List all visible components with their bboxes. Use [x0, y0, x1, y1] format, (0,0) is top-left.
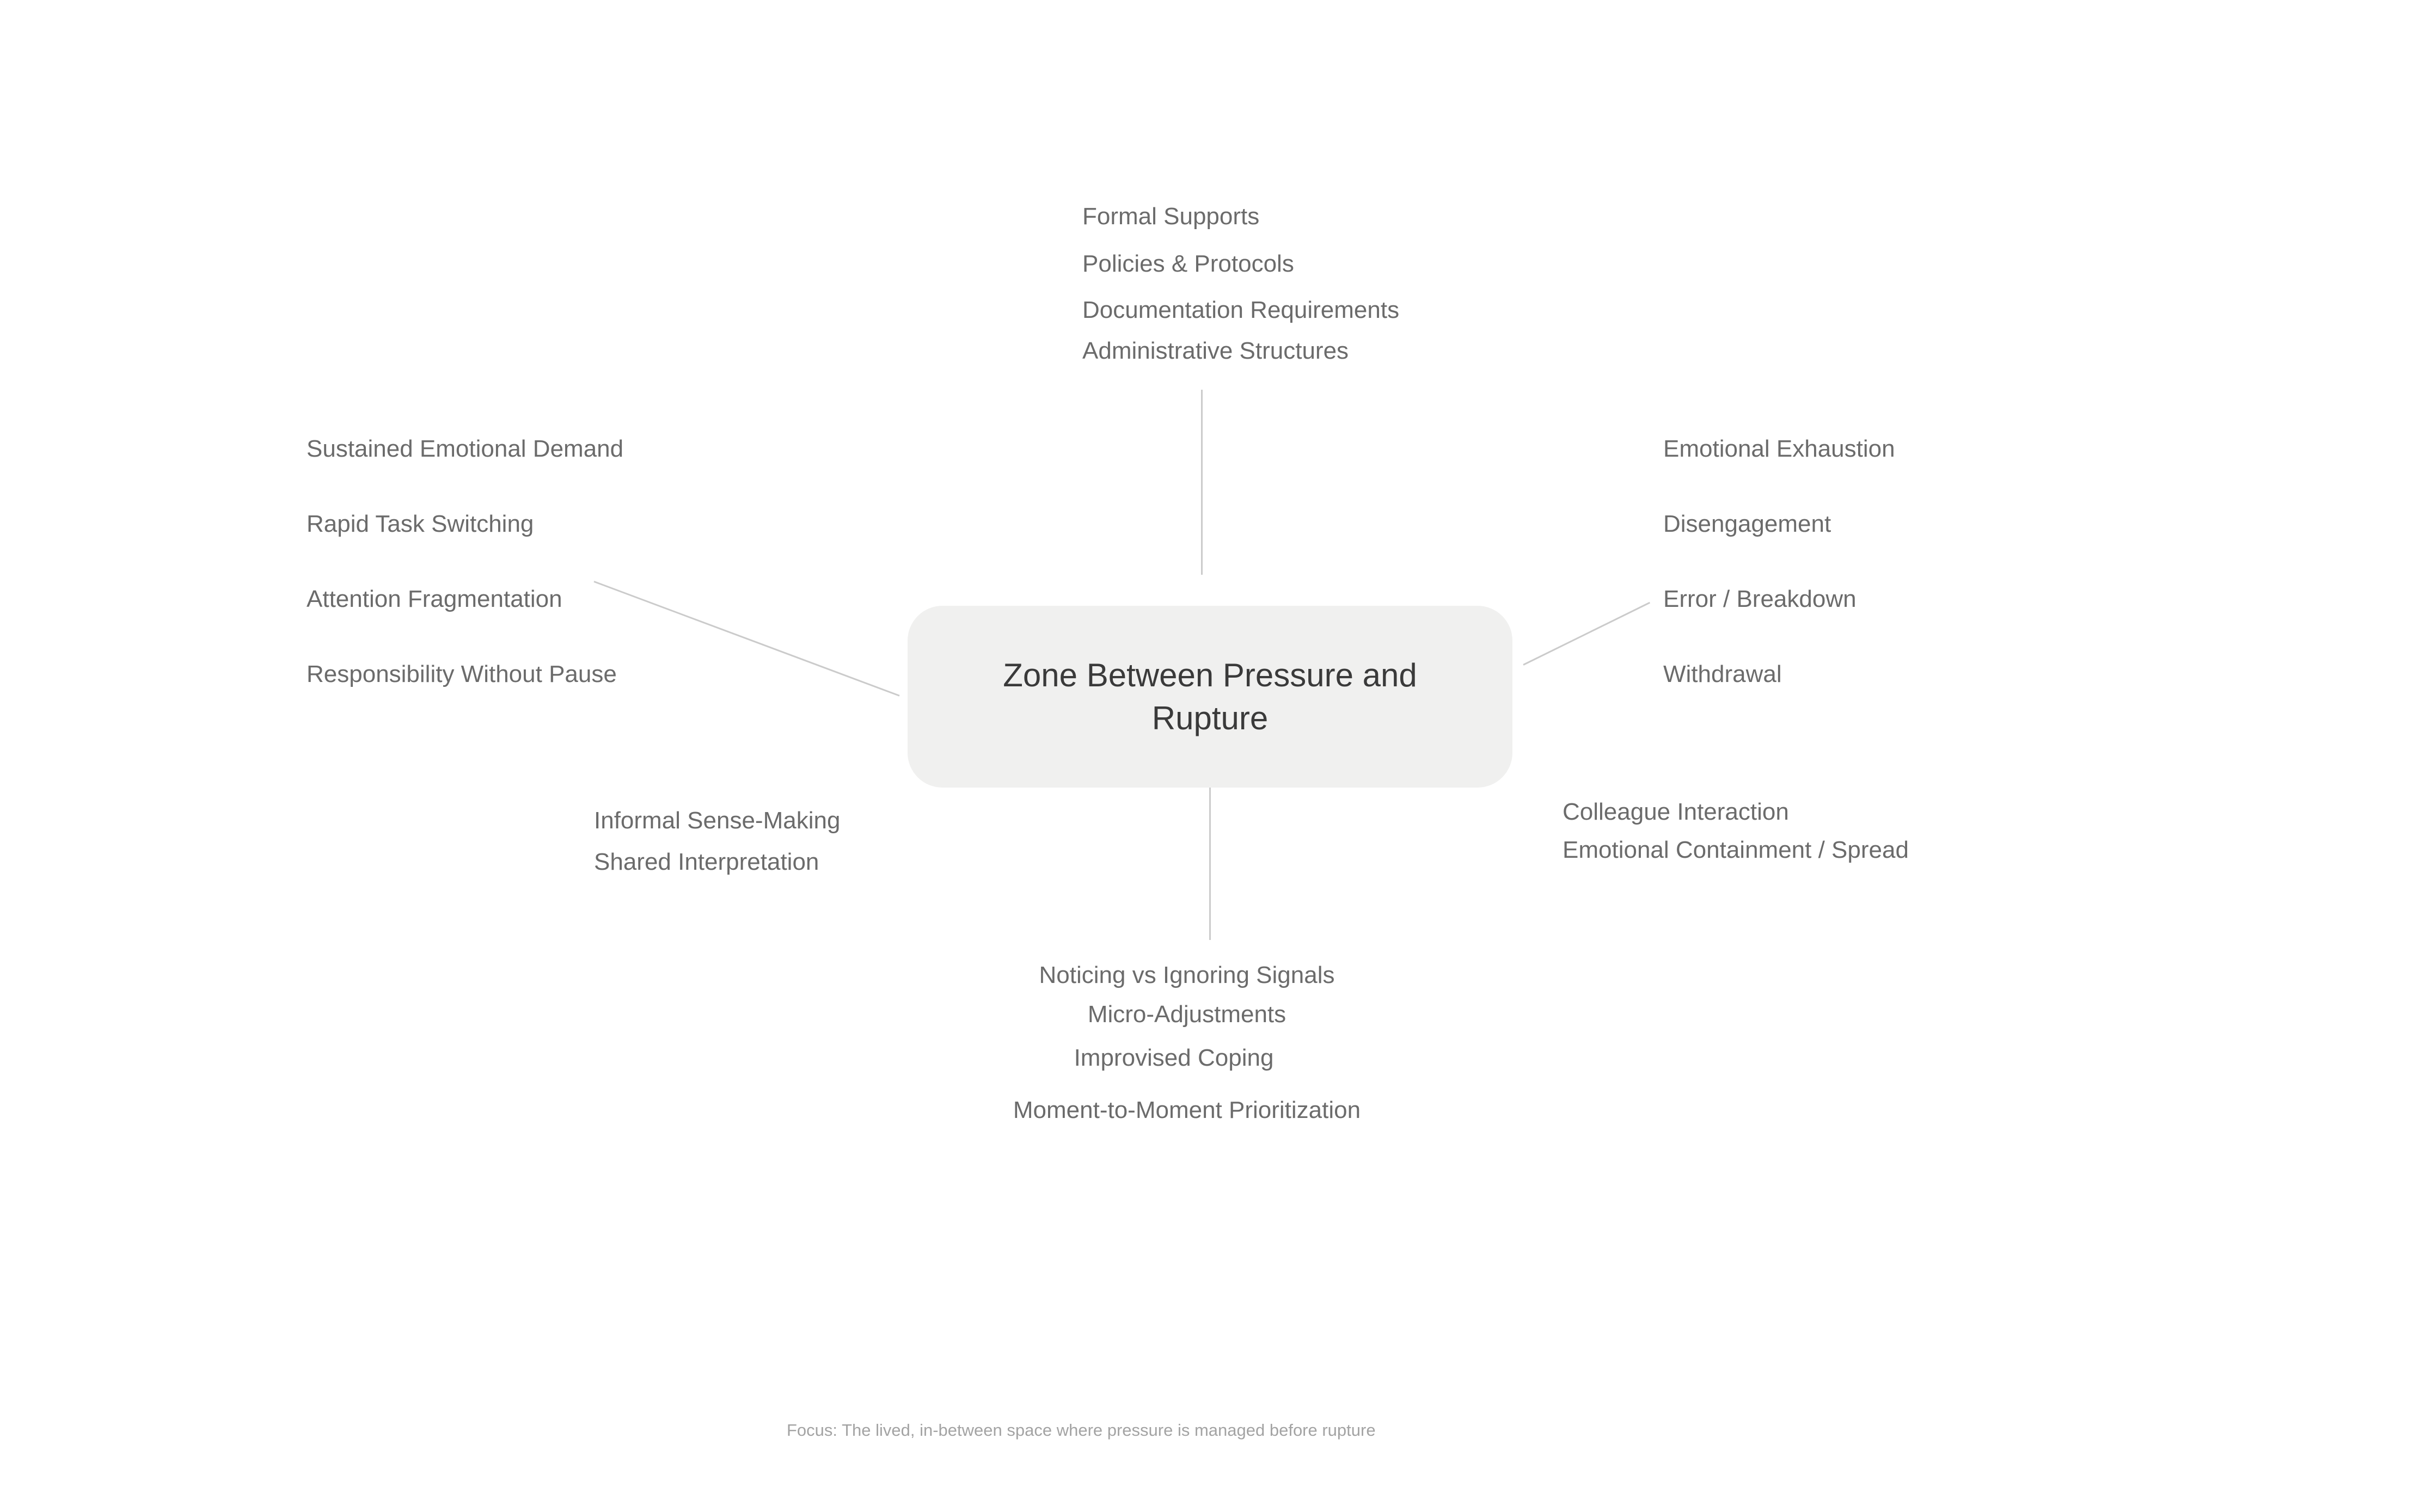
node-label-documentation-requirements[interactable]: Documentation Requirements	[1082, 297, 1400, 323]
group-formal-supports: Formal Supports Policies & Protocols Doc…	[1082, 205, 1399, 363]
connector-bottom	[1209, 785, 1211, 940]
connector-top	[1201, 390, 1203, 575]
node-label-emotional-exhaustion[interactable]: Emotional Exhaustion	[1663, 435, 1895, 462]
group-colleague-dynamics: Colleague Interaction Emotional Containm…	[1563, 800, 1909, 862]
node-label-micro-adjustments[interactable]: Micro-Adjustments	[1087, 1001, 1286, 1028]
group-demands: Sustained Emotional Demand Rapid Task Sw…	[307, 437, 623, 686]
connector-left	[593, 581, 900, 697]
node-label-sustained-emotional-demand[interactable]: Sustained Emotional Demand	[307, 435, 624, 462]
node-label-withdrawal[interactable]: Withdrawal	[1663, 661, 1782, 687]
node-label-rapid-task-switching[interactable]: Rapid Task Switching	[307, 511, 534, 537]
node-label-attention-fragmentation[interactable]: Attention Fragmentation	[307, 586, 562, 612]
node-label-informal-sense-making[interactable]: Informal Sense-Making	[594, 807, 841, 834]
node-label-shared-interpretation[interactable]: Shared Interpretation	[594, 849, 819, 875]
node-label-moment-to-moment-prioritization[interactable]: Moment-to-Moment Prioritization	[1013, 1097, 1361, 1123]
central-node[interactable]: Zone Between Pressure and Rupture	[908, 606, 1512, 788]
connector-right	[1523, 601, 1651, 666]
node-label-emotional-containment-spread[interactable]: Emotional Containment / Spread	[1563, 837, 1909, 863]
node-label-colleague-interaction[interactable]: Colleague Interaction	[1563, 798, 1789, 825]
group-rupture-signs: Emotional Exhaustion Disengagement Error…	[1663, 437, 1895, 686]
node-label-improvised-coping[interactable]: Improvised Coping	[1074, 1044, 1274, 1071]
group-sense-making: Informal Sense-Making Shared Interpretat…	[594, 809, 840, 874]
node-label-policies-protocols[interactable]: Policies & Protocols	[1082, 250, 1294, 277]
group-coping-practices: Noticing vs Ignoring Signals Micro-Adjus…	[969, 963, 1405, 1122]
node-label-error-breakdown[interactable]: Error / Breakdown	[1663, 586, 1857, 612]
node-label-formal-supports[interactable]: Formal Supports	[1082, 203, 1260, 230]
node-label-noticing-vs-ignoring-signals[interactable]: Noticing vs Ignoring Signals	[1039, 962, 1335, 988]
node-label-responsibility-without-pause[interactable]: Responsibility Without Pause	[307, 661, 617, 687]
central-node-title: Zone Between Pressure and Rupture	[1003, 657, 1417, 736]
focus-caption: Focus: The lived, in-between space where…	[787, 1421, 1376, 1440]
node-label-administrative-structures[interactable]: Administrative Structures	[1082, 337, 1349, 364]
node-label-disengagement[interactable]: Disengagement	[1663, 511, 1831, 537]
